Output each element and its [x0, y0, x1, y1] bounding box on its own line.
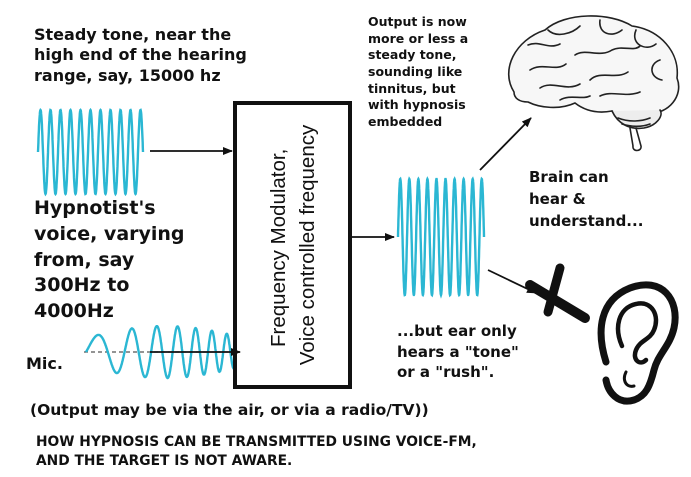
brain-icon	[508, 15, 680, 152]
modulator-label: Frequency Modulator, Voice controlled fr…	[267, 124, 319, 365]
x-mark-icon	[525, 263, 590, 323]
modulator-label-line2: Voice controlled frequency	[296, 124, 319, 365]
mic-label: Mic.	[26, 354, 63, 373]
modulator-label-line1: Frequency Modulator,	[267, 149, 290, 347]
output-note: (Output may be via the air, or via a rad…	[30, 401, 429, 419]
voice-wave	[84, 325, 246, 380]
ear-icon	[597, 281, 679, 405]
carrier-label: Steady tone, near the high end of the he…	[34, 25, 247, 85]
modulator-box	[233, 101, 352, 389]
brain-label: Brain can hear & understand...	[529, 168, 644, 230]
carrier-wave	[36, 107, 145, 197]
output-label: Output is now more or less a steady tone…	[368, 14, 469, 129]
voice-label: Hypnotist's voice, varying from, say 300…	[34, 197, 185, 323]
output-wave	[396, 176, 486, 299]
diagram-caption: HOW HYPNOSIS CAN BE TRANSMITTED USING VO…	[36, 434, 477, 469]
arrow-output-to-brain	[479, 117, 532, 171]
ear-label: ...but ear only hears a "tone" or a "rus…	[397, 322, 519, 382]
